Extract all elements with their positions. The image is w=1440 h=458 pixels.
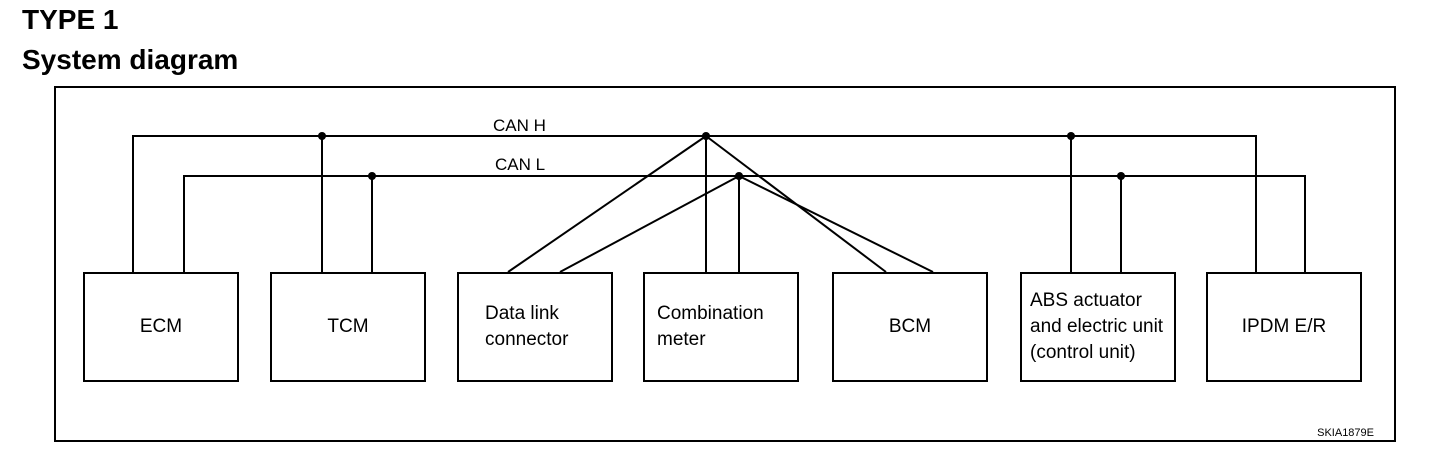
can-l-label: CAN L xyxy=(495,155,546,174)
dlc-can-l-wire xyxy=(559,175,740,273)
can-l-line xyxy=(183,175,1306,272)
bcm-can-l-wire xyxy=(738,175,934,273)
junction-dot xyxy=(735,172,743,180)
ecm-box: ECM xyxy=(83,272,239,382)
tcm-box: TCM xyxy=(270,272,426,382)
page-title: TYPE 1 xyxy=(22,4,119,35)
abs-actuator-box: ABS actuator and electric unit (control … xyxy=(1020,272,1176,382)
data-link-connector-box: Data link connector xyxy=(457,272,613,382)
ecm-label: ECM xyxy=(139,316,183,337)
diagram-frame xyxy=(54,86,1396,442)
figure-code: SKIA1879E xyxy=(1317,427,1374,439)
junction-dot xyxy=(1117,172,1125,180)
junction-dot xyxy=(368,172,376,180)
can-h-line xyxy=(132,135,1257,272)
section-title: System diagram xyxy=(22,44,239,75)
combination-meter-box: Combination meter xyxy=(643,272,799,382)
bcm-box: BCM xyxy=(832,272,988,382)
ipdm-box: IPDM E/R xyxy=(1206,272,1362,382)
tcm-label: TCM xyxy=(327,316,369,337)
junction-dot xyxy=(702,132,710,140)
junction-dot xyxy=(1067,132,1075,140)
data-link-connector-label: Data link connector xyxy=(485,303,569,350)
can-h-label: CAN H xyxy=(493,116,546,135)
bcm-label: BCM xyxy=(888,316,932,337)
dlc-can-h-wire xyxy=(507,135,707,273)
ipdm-label: IPDM E/R xyxy=(1241,316,1327,337)
abs-actuator-label: ABS actuator and electric unit (control … xyxy=(1030,290,1164,363)
combination-meter-label: Combination meter xyxy=(657,303,764,350)
junction-dot xyxy=(318,132,326,140)
